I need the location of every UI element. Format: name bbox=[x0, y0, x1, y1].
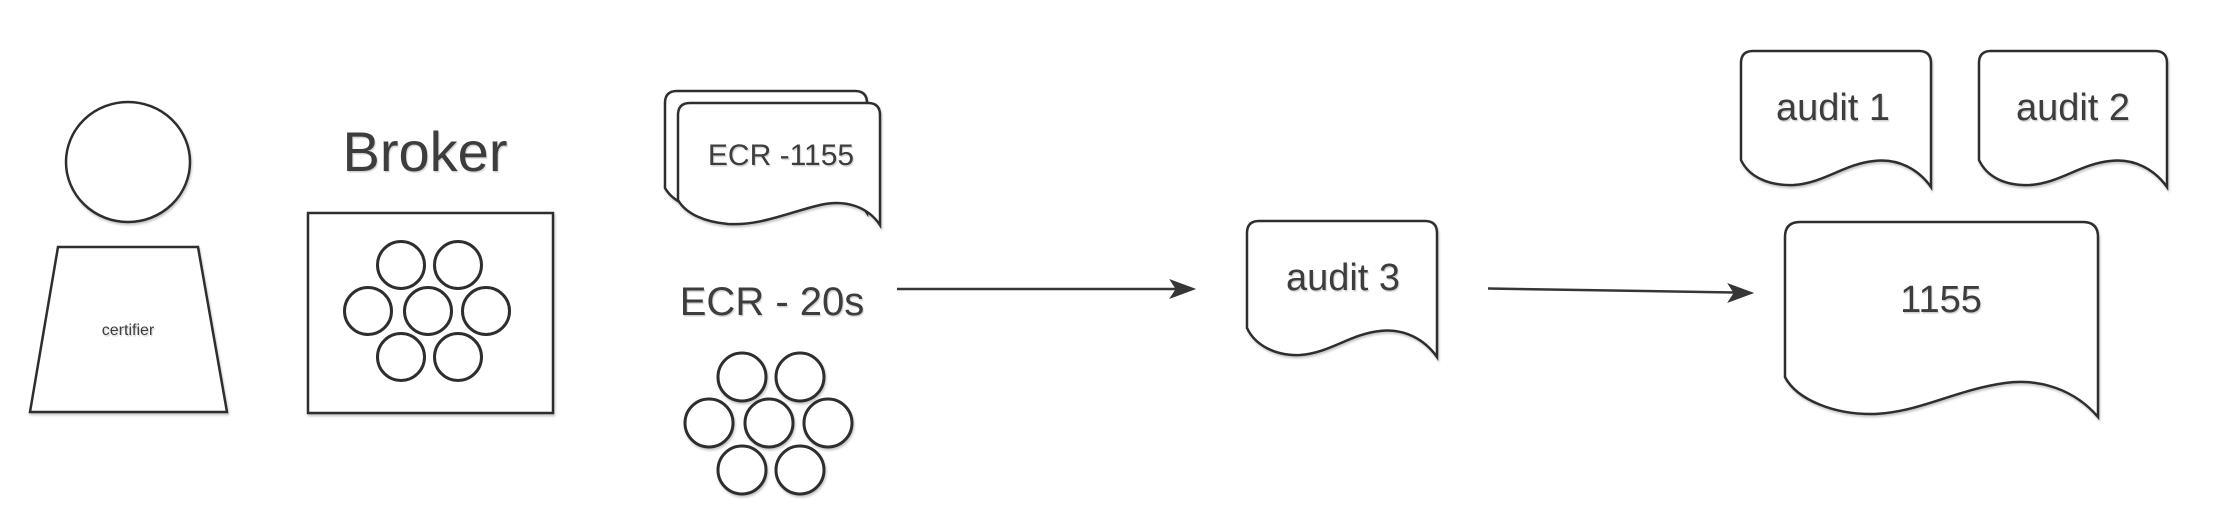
ecr-stacked-documents-icon bbox=[663, 89, 882, 230]
audit3-document-icon bbox=[1245, 219, 1439, 361]
person-body-icon bbox=[28, 245, 229, 414]
ecr-20s-label: ECR - 20s bbox=[679, 280, 865, 324]
broker-label: Broker bbox=[342, 120, 508, 183]
result-1155-document-icon bbox=[1783, 220, 2100, 421]
certifier-label: certifier bbox=[101, 322, 155, 339]
person-head-icon bbox=[64, 100, 192, 224]
ecr-circle-cluster-icon bbox=[683, 351, 854, 496]
audit3-label: audit 3 bbox=[1285, 257, 1401, 299]
arrowhead-icon bbox=[1727, 283, 1755, 303]
document-front-icon bbox=[676, 101, 882, 230]
arrow-audit3-to-1155 bbox=[1487, 283, 1755, 303]
arrowhead-icon bbox=[1169, 279, 1197, 299]
audit1-label: audit 1 bbox=[1775, 87, 1891, 129]
broker-box bbox=[306, 211, 555, 415]
certifier-person-icon bbox=[28, 100, 229, 414]
result-1155-label: 1155 bbox=[1900, 279, 1982, 321]
arrow-line bbox=[1487, 287, 1735, 294]
arrow-ecr20s-to-audit3 bbox=[897, 279, 1197, 299]
audit1-document-icon bbox=[1739, 49, 1933, 191]
audit2-label: audit 2 bbox=[2015, 87, 2131, 129]
broker-circle-cluster-icon bbox=[343, 240, 511, 382]
ecr-stack-label: ECR -1155 bbox=[707, 139, 855, 172]
audit2-document-icon bbox=[1977, 49, 2169, 191]
